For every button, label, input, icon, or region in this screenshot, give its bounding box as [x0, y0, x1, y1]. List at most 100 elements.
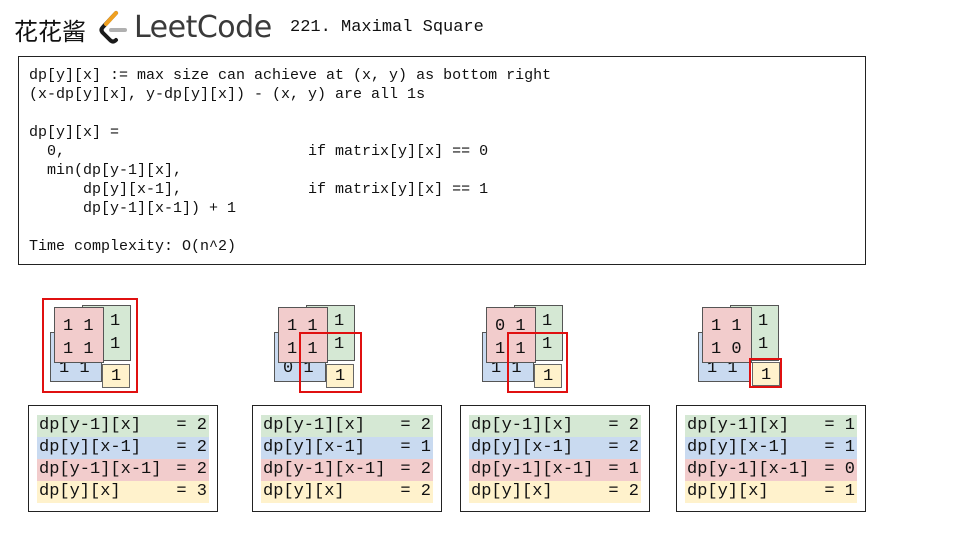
matrix-cell: 1 — [542, 335, 553, 354]
row-label: dp[y][x] — [263, 482, 345, 501]
matrix-cell: 1 — [758, 312, 769, 331]
header: 花花酱 LeetCode 221. Maximal Square — [0, 0, 960, 56]
code-line: dp[y][x] := max size can achieve at (x, … — [29, 67, 552, 84]
example-3-diagram: 1 1 1 1 0 1 1 1 1 — [482, 298, 622, 398]
row-label: dp[y-1][x] — [687, 416, 790, 435]
row-label: dp[y-1][x-1] — [39, 460, 162, 479]
matrix-cell: 1 1 — [491, 359, 522, 378]
matrix-cell: 1 — [111, 367, 122, 386]
code-line: dp[y-1][x-1]) + 1 — [29, 200, 237, 217]
dp-result-row: dp[y][x] = 1 — [685, 481, 857, 503]
example-4-diagram: 1 1 1 1 1 1 1 0 1 — [698, 298, 838, 398]
highlight-square — [749, 358, 782, 388]
yellow-cell: 1 — [102, 364, 130, 388]
matrix-cell: 1 1 — [707, 359, 738, 378]
problem-title: 221. Maximal Square — [290, 18, 484, 37]
row-label: dp[y][x-1] — [263, 438, 366, 457]
matrix-cell: 1 1 — [63, 340, 94, 359]
highlight-square — [42, 298, 138, 393]
example-2-values: dp[y-1][x] = 2 dp[y][x-1] = 1 dp[y-1][x-1]… — [252, 405, 442, 512]
dp-up-row: dp[y-1][x]= 2 — [37, 415, 209, 437]
row-value: = 3 — [176, 482, 207, 501]
row-value: = 1 — [608, 460, 639, 479]
row-value: = 1 — [824, 416, 855, 435]
example-1-values: dp[y-1][x]= 2 dp[y][x-1]= 2 dp[y-1][x-1]… — [28, 405, 218, 512]
dp-up-row: dp[y-1][x] = 1 — [685, 415, 857, 437]
dp-left-row: dp[y][x-1] = 1 — [685, 437, 857, 459]
row-value: = 2 — [400, 482, 431, 501]
code-line: (x-dp[y][x], y-dp[y][x]) - (x, y) are al… — [29, 86, 426, 103]
pink-matrix: 1 1 1 1 — [54, 307, 104, 363]
row-value: = 1 — [400, 438, 431, 457]
dp-up-row: dp[y-1][x] = 2 — [261, 415, 433, 437]
row-value: = 2 — [176, 460, 207, 479]
row-label: dp[y-1][x-1] — [471, 460, 594, 479]
row-label: dp[y][x-1] — [687, 438, 790, 457]
dp-left-row: dp[y][x-1] = 1 — [261, 437, 433, 459]
matrix-cell: 1 — [758, 335, 769, 354]
dp-diag-row: dp[y-1][x-1] = 2 — [37, 459, 209, 481]
dp-diag-row: dp[y-1][x-1] = 0 — [685, 459, 857, 481]
matrix-cell: 1 — [543, 367, 554, 386]
pink-matrix: 1 1 1 0 — [702, 307, 752, 363]
matrix-cell: 1 0 — [711, 340, 742, 359]
logo-wordmark: LeetCode — [134, 10, 272, 45]
dp-result-row: dp[y][x] = 3 — [37, 481, 209, 503]
yellow-cell: 1 — [326, 364, 354, 388]
highlight-square — [507, 332, 568, 393]
row-label: dp[y-1][x] — [263, 416, 366, 435]
row-value: = 2 — [608, 482, 639, 501]
matrix-cell: 1 — [110, 335, 121, 354]
highlight-square — [299, 332, 362, 393]
row-label: dp[y][x-1] — [471, 438, 574, 457]
row-value: = 0 — [824, 460, 855, 479]
row-label: dp[y][x] — [471, 482, 553, 501]
row-value: = 1 — [824, 438, 855, 457]
row-label: dp[y][x] — [39, 482, 121, 501]
example-2-diagram: 1 1 0 1 1 1 1 1 1 — [274, 298, 414, 398]
dp-diag-row: dp[y-1][x-1] = 1 — [469, 459, 641, 481]
brand-name: 花花酱 — [14, 18, 86, 46]
row-label: dp[y][x-1] — [39, 438, 142, 457]
matrix-cell: 1 — [542, 312, 553, 331]
pink-matrix: 1 1 1 1 — [278, 307, 328, 363]
row-label: dp[y-1][x-1] — [687, 460, 810, 479]
dp-result-row: dp[y][x] = 2 — [469, 481, 641, 503]
row-value: = 2 — [400, 416, 431, 435]
code-line: 0, if matrix[y][x] == 0 — [29, 143, 489, 160]
dp-up-row: dp[y-1][x] = 2 — [469, 415, 641, 437]
matrix-cell: 1 1 — [63, 317, 94, 336]
matrix-cell: 0 1 — [495, 317, 526, 336]
example-3-values: dp[y-1][x] = 2 dp[y][x-1] = 2 dp[y-1][x-1]… — [460, 405, 650, 512]
row-value: = 2 — [176, 438, 207, 457]
dp-left-row: dp[y][x-1] = 2 — [469, 437, 641, 459]
matrix-cell: 1 — [110, 312, 121, 331]
row-value: = 2 — [608, 416, 639, 435]
row-label: dp[y-1][x] — [471, 416, 574, 435]
leetcode-logo-icon — [99, 11, 127, 44]
code-line: min(dp[y-1][x], — [29, 162, 183, 179]
matrix-cell: 1 — [334, 335, 345, 354]
row-value: = 2 — [608, 438, 639, 457]
pink-matrix: 0 1 1 1 — [486, 307, 536, 363]
row-label: dp[y-1][x] — [39, 416, 142, 435]
yellow-cell: 1 — [534, 364, 562, 388]
row-label: dp[y-1][x-1] — [263, 460, 386, 479]
matrix-cell: 1 1 — [59, 359, 90, 378]
matrix-cell: 1 — [335, 367, 346, 386]
code-line: dp[y][x-1], if matrix[y][x] == 1 — [29, 181, 489, 198]
code-line: Time complexity: O(n^2) — [29, 238, 237, 255]
matrix-cell: 1 1 — [711, 317, 742, 336]
matrix-cell: 1 1 — [287, 317, 318, 336]
yellow-cell: 1 — [752, 362, 780, 386]
matrix-cell: 0 1 — [283, 359, 314, 378]
matrix-cell: 1 — [334, 312, 345, 331]
code-line: dp[y][x] = — [29, 124, 120, 141]
row-value: = 1 — [824, 482, 855, 501]
matrix-cell: 1 1 — [287, 340, 318, 359]
row-value: = 2 — [400, 460, 431, 479]
explanation-box: dp[y][x] := max size can achieve at (x, … — [18, 56, 866, 265]
example-4-values: dp[y-1][x] = 1 dp[y][x-1] = 1 dp[y-1][x-1]… — [676, 405, 866, 512]
example-1-diagram: 1 1 1 1 1 1 1 1 1 — [42, 298, 182, 398]
row-label: dp[y][x] — [687, 482, 769, 501]
